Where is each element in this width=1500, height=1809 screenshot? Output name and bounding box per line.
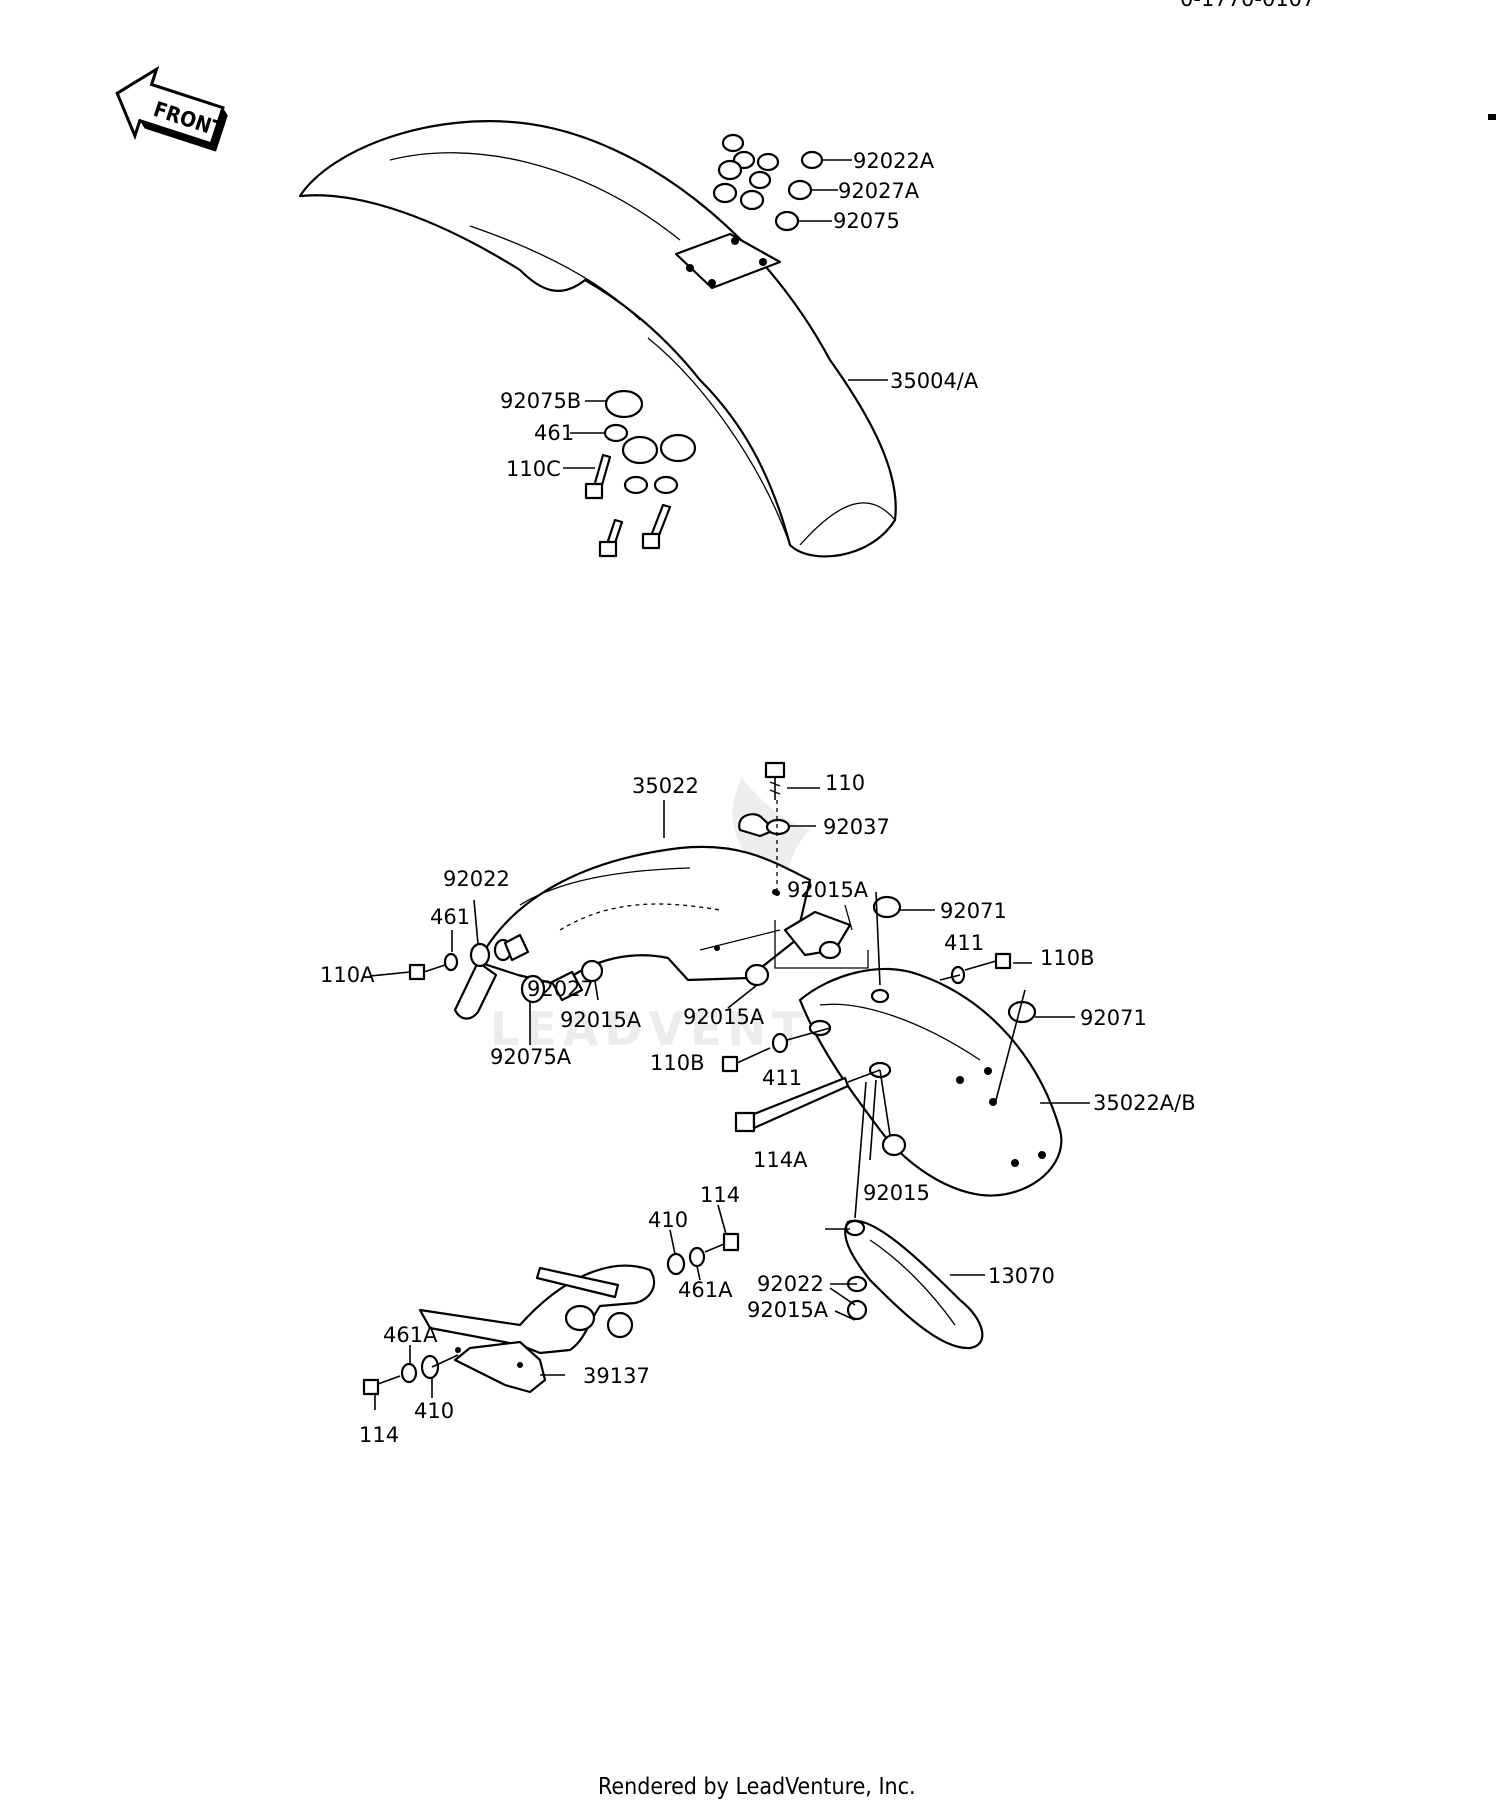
part-label: 92071 [1080,1006,1147,1030]
part-label: 110 [825,771,865,795]
part-label: 92015A [560,1008,642,1032]
part-label: 461 [430,905,470,929]
rear-left-hardware [369,899,604,1045]
part-label: 92015A [683,1005,765,1029]
part-label: 411 [762,1066,802,1090]
part-label: 114 [700,1183,740,1207]
part-label: 110B [650,1051,705,1075]
part-label: 92075B [500,389,581,413]
rear-fender-bracket [774,904,869,969]
edge-mark [1488,114,1496,120]
part-label: 92022A [853,149,935,173]
part-label: 13070 [988,1264,1055,1288]
part-label: 110B [1040,946,1095,970]
part-label: 92075A [490,1045,572,1069]
front-arrow-icon: FRONT [115,65,228,152]
rear-fender-upper [453,845,812,1020]
part-label: 92075 [833,209,900,233]
part-label: 114A [753,1148,808,1172]
grab-bracket-hardware-right [666,1204,740,1281]
part-label: 92015A [747,1298,829,1322]
rear-fender-hardware [721,761,1037,1219]
grab-bracket-hardware-left [362,1287,856,1410]
part-label: 92037 [823,815,890,839]
part-label: 92027A [838,179,920,203]
part-label: 92015A [787,878,869,902]
rear-leader-lines [663,787,1090,1285]
part-label: 114 [359,1423,399,1447]
part-label: 35022A/B [1093,1091,1196,1115]
grab-bracket [418,1264,656,1394]
part-label: 410 [648,1208,688,1232]
part-label: 92022 [443,867,510,891]
part-label: 92027 [527,977,594,1001]
header-code: 0-1770-0107 [1180,0,1315,11]
front-fender-top-hardware [712,133,824,232]
footer-credit: Rendered by LeadVenture, Inc. [598,1774,916,1800]
part-label: 35004/A [890,369,979,393]
part-label: 110C [506,457,561,481]
part-label: 39137 [583,1364,650,1388]
part-label: 411 [944,931,984,955]
part-label: 92022 [757,1272,824,1296]
front-leader-lines [563,159,888,469]
part-label: 461A [383,1323,438,1347]
rear-fender-stay [844,1219,985,1350]
front-fender-lower-hardware [584,389,697,558]
part-label: 35022 [632,774,699,798]
rear-fender-lower [798,967,1063,1197]
part-label: 461A [678,1278,733,1302]
front-fender [298,120,897,558]
part-label: 92071 [940,899,1007,923]
part-label: 461 [534,421,574,445]
part-label: 110A [320,963,375,987]
part-label: 410 [414,1399,454,1423]
part-label: 92015 [863,1181,930,1205]
